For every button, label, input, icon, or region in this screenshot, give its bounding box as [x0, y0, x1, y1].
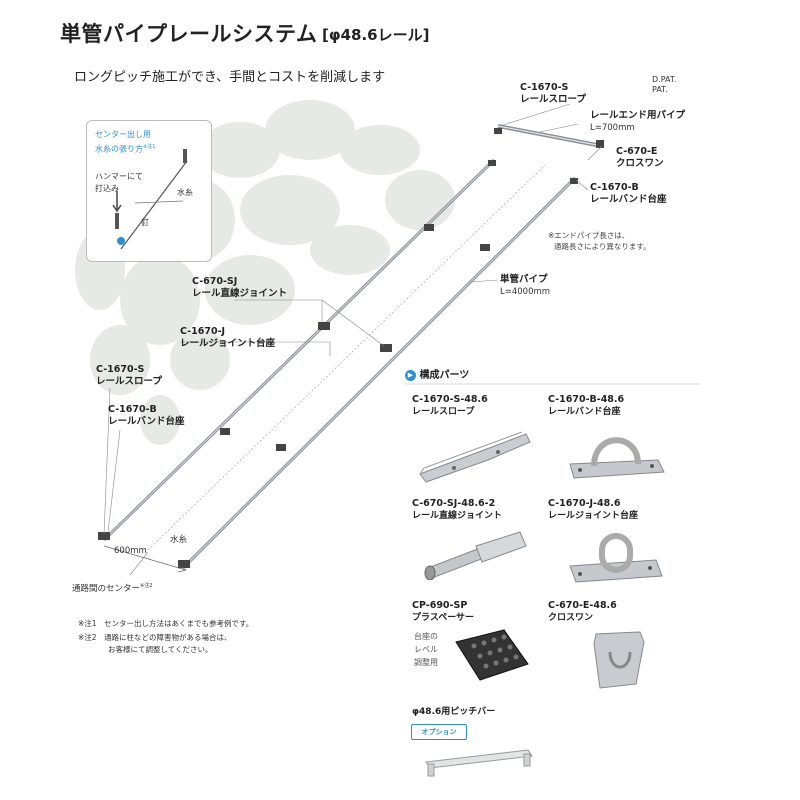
- top-slope-label: C-1670-S レールスロープ: [520, 82, 586, 106]
- part-code: C-670-E-48.6: [548, 600, 617, 611]
- note-1-text: センター出し方法はあくまでも参考例です。: [104, 619, 254, 628]
- left-slope-label: C-1670-S レールスロープ: [96, 364, 162, 388]
- hammer-label-line1: ハンマーにて: [95, 172, 143, 181]
- string-label: 水糸: [170, 535, 188, 545]
- part-name: レール直線ジョイント: [412, 511, 503, 521]
- pitch-bar-name: φ48.6用ピッチバー: [412, 707, 496, 717]
- end-pipe-name: レールエンド用パイプ: [590, 110, 686, 121]
- title-spec: [φ48.6レール]: [322, 26, 430, 44]
- nail-label: 釘: [141, 218, 149, 227]
- parts-heading: ▶ 構成パーツ: [405, 366, 469, 381]
- center-label-text: 通路間のセンター: [72, 583, 141, 594]
- joint-base-image: [569, 533, 663, 583]
- part-code: C-1670-B-48.6: [548, 394, 625, 405]
- rail-slope-image: [419, 431, 531, 483]
- parts-heading-text: 構成パーツ: [419, 370, 470, 381]
- part-name: クロスワン: [548, 613, 594, 623]
- inset-title-text: 水糸の張り方: [95, 144, 143, 154]
- single-pipe-length: L=4000mm: [500, 287, 551, 297]
- spacer-image: [455, 629, 529, 681]
- note-1: ※注1 センター出し方法はあくまでも参考例です。: [78, 618, 253, 630]
- part-name: レールジョイント台座: [548, 511, 639, 521]
- page-subtitle: ロングピッチ施工ができ、手間とコストを削減します: [74, 70, 386, 85]
- part-name: プラスペーサー: [412, 613, 475, 623]
- joint-base-label: C-1670-J レールジョイント台座: [180, 326, 275, 350]
- spacer-caption: 台座の レベル 調整用: [414, 630, 438, 669]
- parts-divider: [405, 383, 700, 385]
- rail-clamp: [488, 160, 496, 166]
- crosswan-code: C-670-E: [616, 146, 658, 157]
- end-pipe-label: レールエンド用パイプ L=700mm: [590, 110, 685, 134]
- note-2-text: 通路に柱などの障害物がある場合は、: [104, 633, 232, 642]
- left-slope-name: レールスロープ: [96, 376, 162, 387]
- inset-title-line1: センター出し用: [95, 130, 151, 139]
- part-code: C-670-SJ-48.6-2: [412, 498, 496, 509]
- end-pipe-note: ※エンドパイプ長さは、 通路長さにより異なります。: [548, 230, 651, 252]
- patent-dpat: D.PAT.: [652, 75, 677, 84]
- single-pipe-name: 単管パイプ: [500, 274, 548, 285]
- center-string-inset: センター出し用 水糸の張り方※注1 ハンマーにて 打込み 水糸 釘: [86, 120, 212, 262]
- arrow-circle-icon: ▶: [405, 369, 416, 381]
- end-pipe-note-line2: 通路長さにより異なります。: [554, 242, 651, 251]
- patent-pat: PAT.: [652, 85, 668, 94]
- note-2-mark: ※注2: [78, 633, 97, 642]
- straight-joint-code: C-670-SJ: [192, 276, 238, 287]
- crosswan-name: クロスワン: [616, 158, 664, 169]
- left-slope-code: C-1670-S: [96, 364, 145, 375]
- straight-joint-image: [424, 531, 527, 580]
- band-top-label: C-1670-B レールバンド台座: [590, 182, 666, 206]
- left-band-name: レールバンド台座: [108, 416, 185, 427]
- straight-joint-name: レール直線ジョイント: [192, 288, 288, 299]
- hammer-label-line2: 打込み: [95, 184, 119, 193]
- top-slope-code: C-1670-S: [520, 82, 569, 93]
- left-band-code: C-1670-B: [108, 404, 157, 415]
- joint-base-name: レールジョイント台座: [180, 338, 276, 349]
- crosswan-image: [593, 631, 645, 689]
- page-title: 単管パイプレールシステム: [60, 22, 318, 46]
- center-label-note: ※注2: [140, 583, 153, 589]
- note-1-mark: ※注1: [78, 619, 97, 628]
- spacer-caption-line1: 台座の: [414, 632, 438, 641]
- hammer-nail-diagram: [112, 149, 188, 250]
- part-code: C-1670-S-48.6: [412, 394, 488, 405]
- patent-marks: D.PAT. PAT.: [652, 75, 676, 95]
- center-label: 通路間のセンター※注2: [72, 580, 152, 595]
- center-string-line: [147, 164, 546, 551]
- spacer-caption-line3: 調整用: [414, 658, 438, 667]
- option-badge: オプション: [411, 724, 467, 740]
- end-pipe-note-line1: ※エンドパイプ長さは、: [548, 231, 630, 240]
- left-band-label: C-1670-B レールバンド台座: [108, 404, 184, 428]
- crosswan-label: C-670-E クロスワン: [616, 146, 664, 170]
- inset-title-note: ※注1: [143, 144, 156, 150]
- single-pipe-label: 単管パイプ L=4000mm: [500, 274, 550, 298]
- note-2-cont: お客様にて調整してください。: [108, 645, 213, 654]
- part-name: レールスロープ: [412, 407, 475, 417]
- pitch-bar-image: [425, 749, 533, 777]
- end-pipe-length: L=700mm: [590, 123, 635, 133]
- inset-title-line2: 水糸の張り方※注1: [95, 141, 155, 156]
- part-name: レールバンド台座: [548, 407, 621, 417]
- inset-string-label: 水糸: [177, 188, 193, 197]
- joint-base-code: C-1670-J: [180, 326, 226, 337]
- band-top-code: C-1670-B: [590, 182, 639, 193]
- note-2: ※注2 通路に柱などの障害物がある場合は、: [78, 632, 232, 644]
- band-top-name: レールバンド台座: [590, 194, 667, 205]
- part-code: CP-690-SP: [412, 600, 468, 611]
- straight-joint-label: C-670-SJ レール直線ジョイント: [192, 276, 287, 300]
- band-base-image: [569, 437, 665, 479]
- top-slope-name: レールスロープ: [520, 94, 586, 105]
- part-code: C-1670-J-48.6: [548, 498, 621, 509]
- spacer-caption-line2: レベル: [414, 645, 438, 654]
- width-dimension: 600mm: [114, 546, 147, 556]
